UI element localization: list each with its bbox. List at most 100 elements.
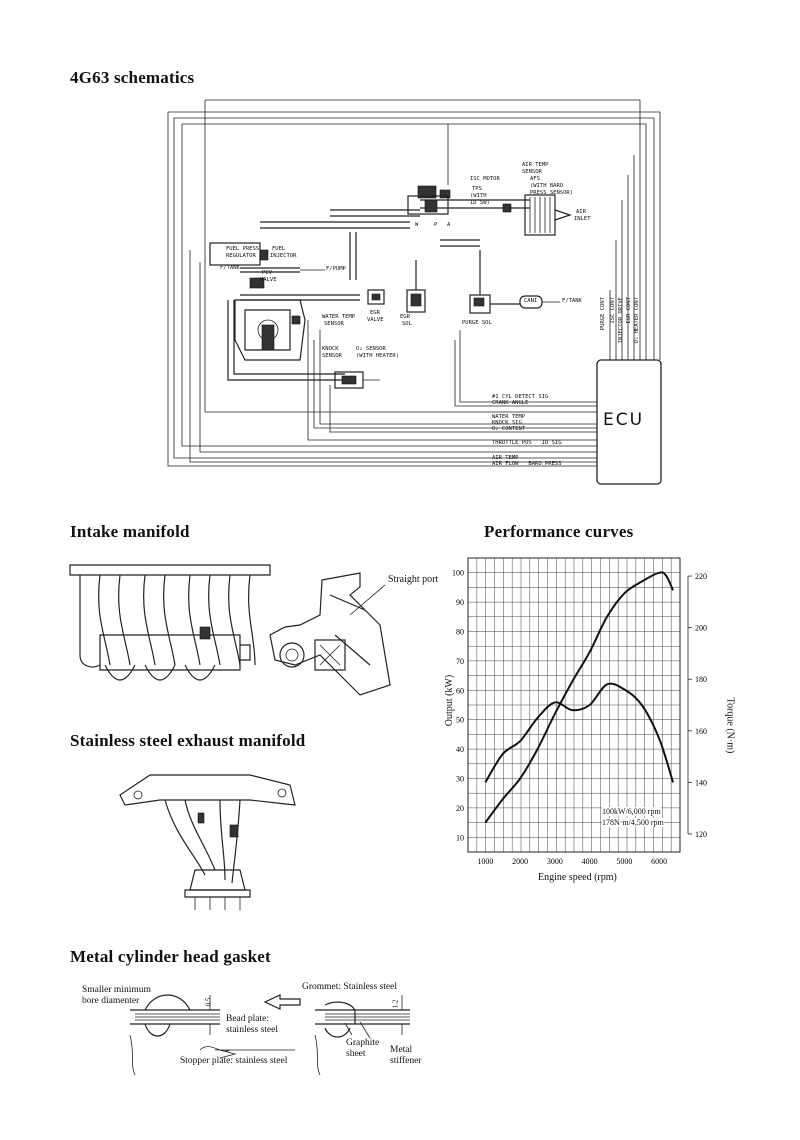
y-right-tick-label: 160 <box>695 727 707 736</box>
y-left-tick-label: 20 <box>456 804 464 813</box>
f-tank2-label: F/TANK <box>562 298 582 304</box>
gasket-title: Metal cylinder head gasket <box>70 947 271 966</box>
p-label: P <box>434 222 438 228</box>
dim-b-label: 1.2 <box>391 999 400 1009</box>
y-left-tick-label: 30 <box>456 775 464 784</box>
w-label: W <box>415 222 419 228</box>
plot-frame <box>467 557 681 853</box>
output-curve <box>484 571 674 824</box>
air-inlet-label2: INLET <box>574 216 591 222</box>
fuel-press-label2: REGULATOR <box>226 253 256 259</box>
graphite-label-2: sheet <box>346 1049 366 1059</box>
x-tick-label: 3000 <box>547 857 563 866</box>
bore-label-1: Smaller minimum <box>82 985 151 995</box>
o2-sensor-label2: (WITH HEATER) <box>356 353 400 359</box>
y-right-tick-label: 220 <box>695 572 707 581</box>
fuel-injector-label1: FUEL <box>272 246 286 252</box>
bore-label-2: bore diamenter <box>82 996 140 1006</box>
x-tick-label: 5000 <box>616 857 632 866</box>
y-left-tick-label: 80 <box>456 628 464 637</box>
isc-motor-label: ISC MOTOR <box>470 176 500 182</box>
stopper-plate-label: Stopper plate: stainless steel <box>180 1056 288 1066</box>
schematics-title: 4G63 schematics <box>70 68 195 87</box>
canister-label: CANI <box>524 298 538 304</box>
bead-plate-label-2: stainless steel <box>226 1025 278 1035</box>
pcv-label1: PCV <box>262 270 272 276</box>
signal-air-temp: AIR TEMP <box>492 455 519 461</box>
exhaust-manifold-drawing <box>119 774 296 910</box>
signal-throttle-pos: THROTTLE POS ID SIG <box>492 440 562 446</box>
signal-water-temp: WATER TEMP <box>492 414 526 420</box>
annotation-torque: 178N·m/4,500 rpm <box>602 818 664 827</box>
x-tick-label: 4000 <box>582 857 598 866</box>
metal-label-1: Metal <box>390 1045 413 1055</box>
egr-sol-label2: SOL <box>402 321 412 327</box>
y-right-tick-label: 180 <box>695 675 707 684</box>
purge-sol-label: PURGE SOL <box>462 320 492 326</box>
y-left-tick-label: 50 <box>456 716 464 725</box>
performance-title: Performance curves <box>484 522 634 541</box>
x-tick-label: 6000 <box>651 857 667 866</box>
egr-valve-label2: VALVE <box>367 317 384 323</box>
intake-title: Intake manifold <box>70 522 190 541</box>
output-o2-heater-cont: O₂ HEATER CONT <box>634 297 640 344</box>
output-injector-drive: INJECTOR DRIVE <box>618 297 624 344</box>
y-right-tick-label: 140 <box>695 778 707 787</box>
exhaust-title: Stainless steel exhaust manifold <box>70 731 306 750</box>
tps-note2: ID SW) <box>470 200 490 206</box>
ecu-label: ECU <box>603 410 645 430</box>
y-right-tick-label: 120 <box>695 830 707 839</box>
x-tick-label: 2000 <box>512 857 528 866</box>
output-egr-cont: EGR CONT <box>626 297 632 324</box>
x-tick-label: 1000 <box>477 857 493 866</box>
output-isc-cont: ISC CONT <box>610 297 616 324</box>
air-inlet-label1: AIR <box>576 209 586 215</box>
y-left-tick-label: 90 <box>456 598 464 607</box>
egr-sol-label1: EGR <box>400 314 410 320</box>
ecu-outputs: PURGE CONT ISC CONT INJECTOR DRIVE EGR C… <box>595 297 665 360</box>
afs-note2: PRESS SENSOR) <box>530 190 574 196</box>
water-temp-sensor-label2: SENSOR <box>324 321 344 327</box>
graphite-label-1: Graphite <box>346 1038 380 1048</box>
f-tank-label: F/TANK <box>220 265 240 271</box>
air-temp-sensor-label2: SENSOR <box>522 169 542 175</box>
pcv-label2: VALVE <box>260 277 277 283</box>
y-left-tick-label: 70 <box>456 657 464 666</box>
straight-port-label: Straight port <box>388 574 439 585</box>
y-right-tick-label: 200 <box>695 624 707 633</box>
egr-valve-label1: EGR <box>370 310 380 316</box>
y-left-tick-label: 40 <box>456 745 464 754</box>
air-temp-sensor-label1: AIR TEMP <box>522 162 549 168</box>
signal-crank-angle: CRANK ANGLE <box>492 400 529 406</box>
intake-manifold-drawing <box>69 564 391 696</box>
performance-chart: 1000 2000 3000 4000 5000 6000 10 20 30 40 50 60 70 80… <box>440 550 740 890</box>
fuel-injector-label2: INJECTOR <box>270 253 297 259</box>
dim-a-label: 0.5 <box>204 997 213 1007</box>
o2-sensor-label1: O₂ SENSOR <box>356 346 386 352</box>
knock-sensor-label1: KNOCK <box>322 346 339 352</box>
signal-o2-content: O₂ CONTENT <box>492 426 526 432</box>
engine-schematic <box>167 99 662 485</box>
afs-label: AFS <box>530 176 540 182</box>
y-axis-left-label: Output (kW) <box>444 674 456 727</box>
gasket-drawing <box>129 994 410 1076</box>
y-left-tick-label: 60 <box>456 686 464 695</box>
output-purge-cont: PURGE CONT <box>600 297 606 331</box>
torque-curve <box>484 682 675 783</box>
y-axis-right-label: Torque (N·m) <box>724 697 736 754</box>
annotation-power: 100kW/6,000 rpm <box>602 807 661 816</box>
knock-sensor-label2: SENSOR <box>322 353 342 359</box>
a-label: A <box>447 222 451 228</box>
water-temp-sensor-label1: WATER TEMP <box>322 314 356 320</box>
metal-label-2: stiffener <box>390 1056 422 1066</box>
ecu-box <box>596 359 662 485</box>
bead-plate-label-1: Bead plate: <box>226 1014 269 1024</box>
grommet-label: Grommet: Stainless steel <box>302 982 397 992</box>
signal-cyl-detect: #1 CYL DETECT SIG <box>492 394 549 400</box>
signal-knock: KNOCK SIG <box>492 420 522 426</box>
y-left-tick-label: 10 <box>456 833 464 842</box>
tps-note1: (WITH <box>470 193 487 199</box>
signal-air-flow: AIR FLOW BARO PRESS <box>492 461 562 467</box>
tps-label: TPS <box>472 186 482 192</box>
f-pump-label: F/PUMP <box>326 266 346 272</box>
